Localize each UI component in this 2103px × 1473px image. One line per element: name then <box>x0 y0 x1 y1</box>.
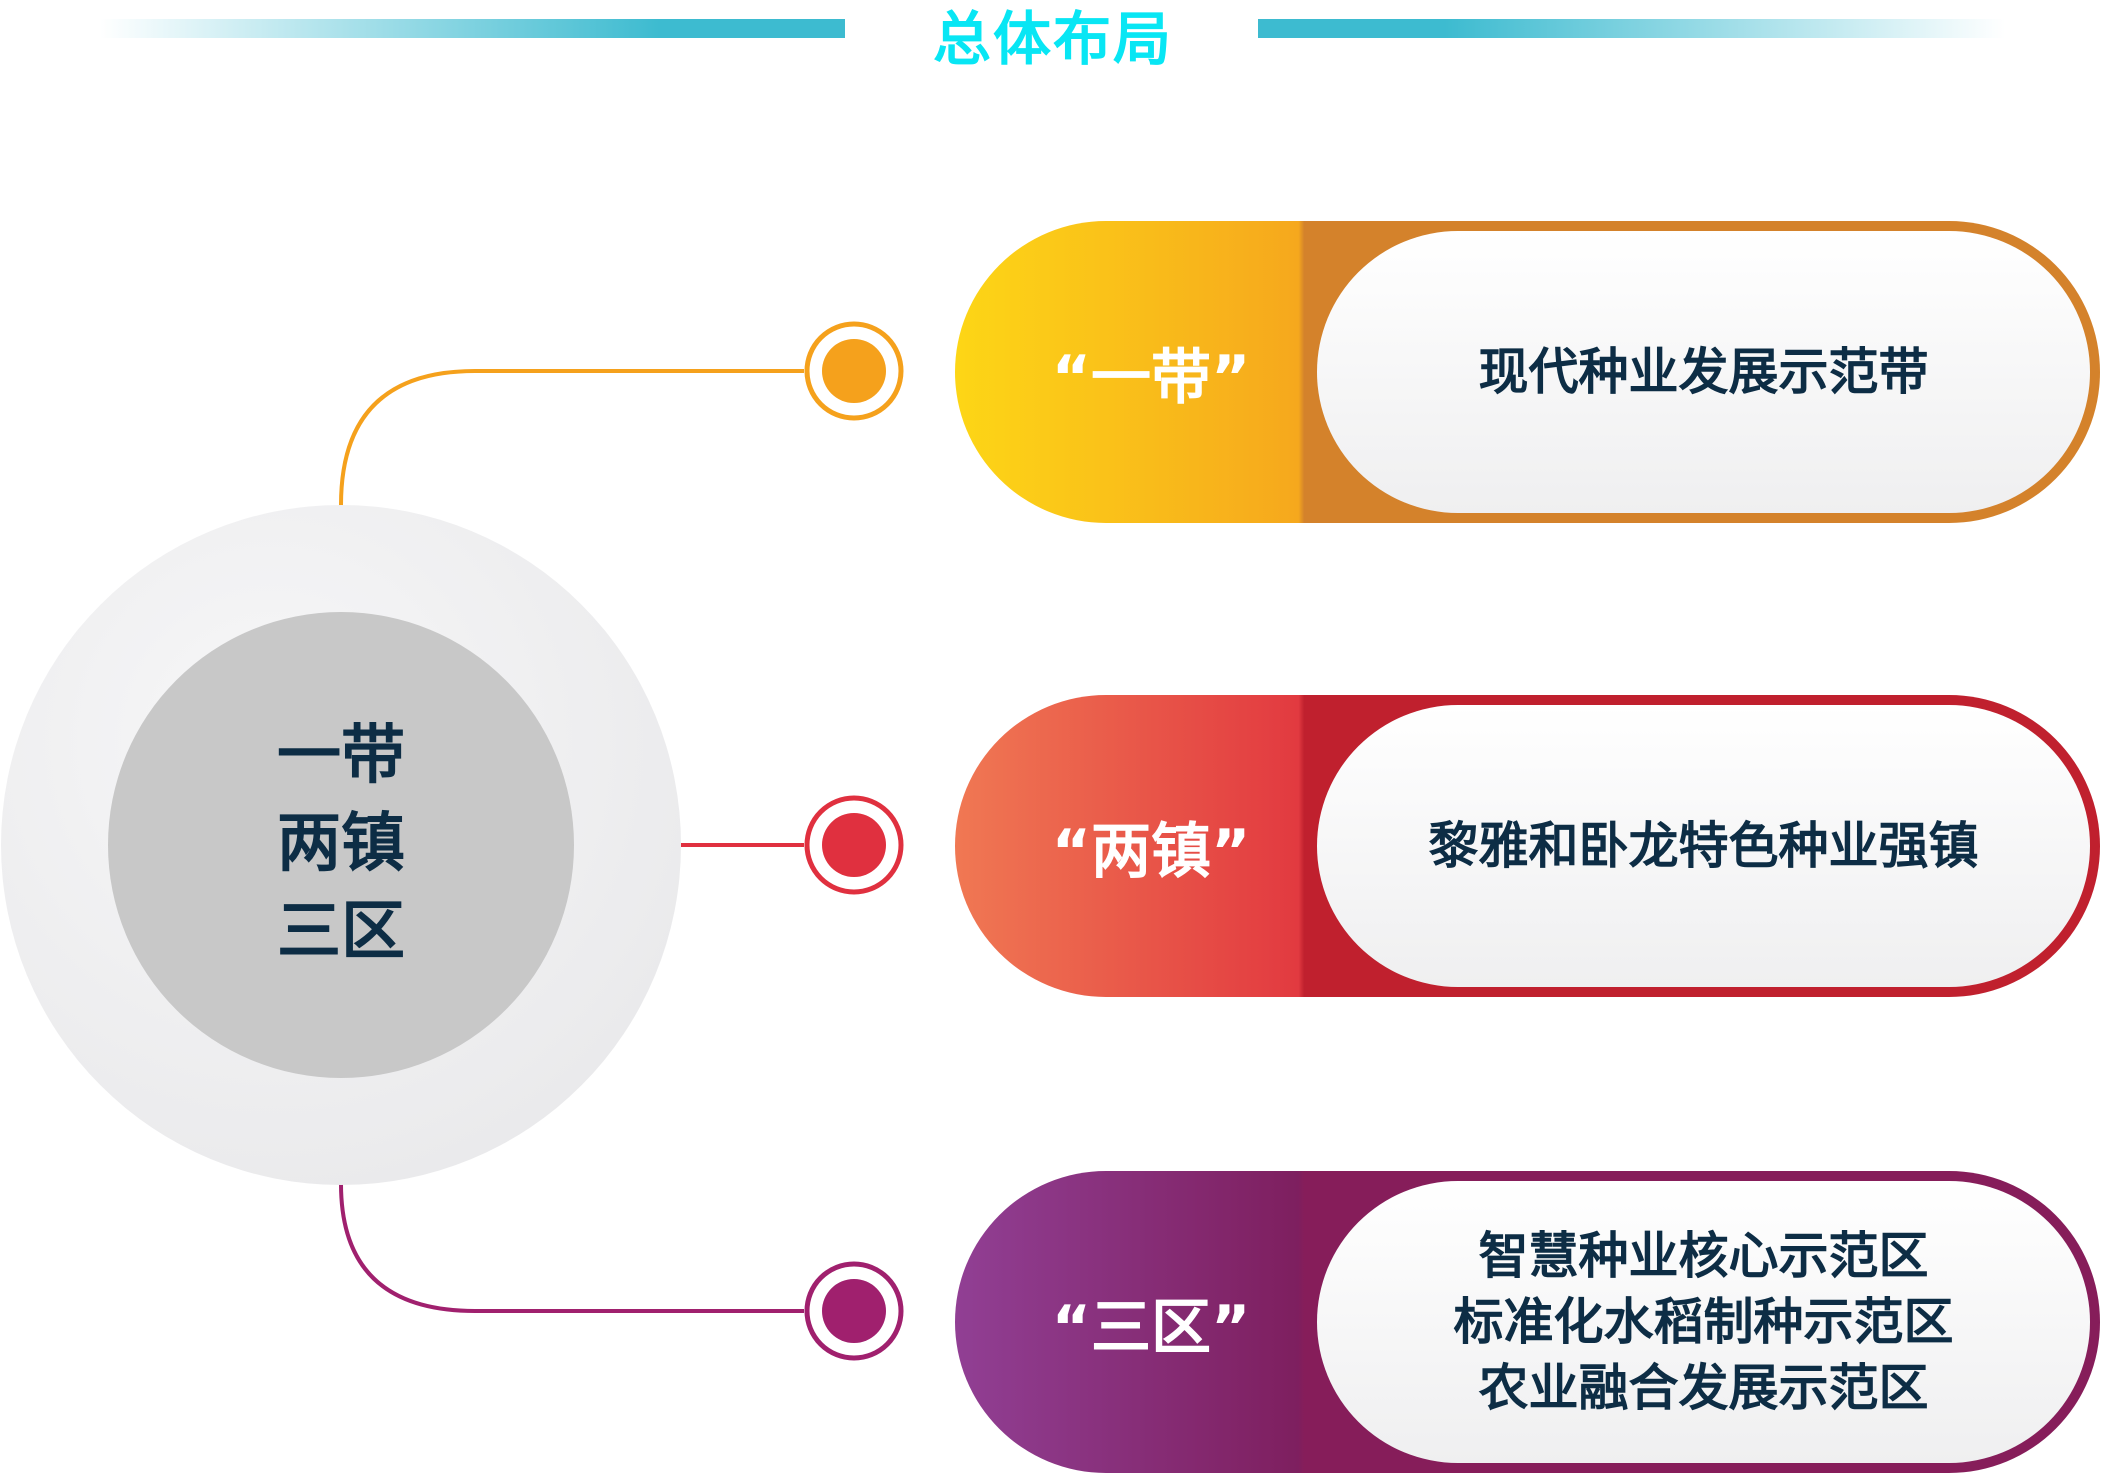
item-content: 智慧种业核心示范区 标准化水稻制种示范区 农业融合发展示范区 <box>1317 1181 2090 1463</box>
center-line: 两镇 <box>277 807 405 881</box>
item-content: 现代种业发展示范带 <box>1317 231 2090 513</box>
item-label: “三区” <box>1051 1292 1251 1363</box>
item-text: 现代种业发展示范带 <box>1478 343 1929 401</box>
title-decor-right <box>1258 19 2005 38</box>
item-pill-2: “两镇” 黎雅和卧龙特色种业强镇 <box>955 695 2100 997</box>
node-dot-1 <box>804 321 904 421</box>
page-title: 总体布局 <box>932 5 1173 73</box>
center-inner-circle <box>108 612 574 1078</box>
connector-3 <box>339 1183 804 1313</box>
item-label: “一带” <box>1051 342 1251 413</box>
node-dot-2 <box>804 795 904 895</box>
item-label: “两镇” <box>1051 816 1251 887</box>
item-text: 黎雅和卧龙特色种业强镇 <box>1428 817 1979 875</box>
item-pill-3: “三区” 智慧种业核心示范区 标准化水稻制种示范区 农业融合发展示范区 <box>955 1171 2100 1473</box>
title-decor-left <box>100 19 845 38</box>
connector-1 <box>339 369 804 507</box>
item-text: 智慧种业核心示范区 <box>1478 1227 1929 1285</box>
item-content: 黎雅和卧龙特色种业强镇 <box>1317 705 2090 987</box>
node-dot-3 <box>804 1261 904 1361</box>
center-label: 一带 两镇 三区 <box>108 712 574 976</box>
item-text: 标准化水稻制种示范区 <box>1453 1293 1954 1351</box>
item-pill-1: “一带” 现代种业发展示范带 <box>955 221 2100 523</box>
center-line: 三区 <box>277 895 405 969</box>
center-line: 一带 <box>277 719 405 793</box>
item-text: 农业融合发展示范区 <box>1478 1359 1929 1417</box>
